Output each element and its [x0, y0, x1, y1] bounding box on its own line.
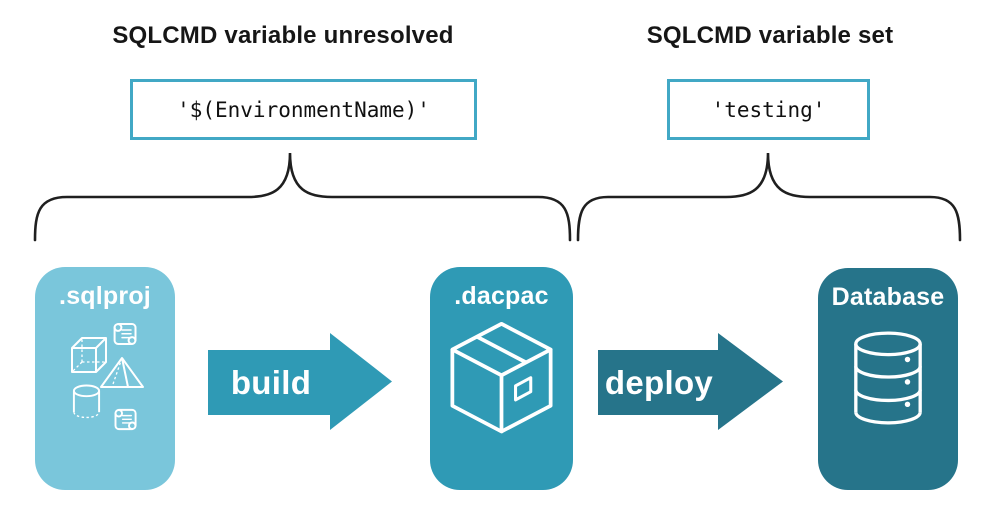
node-sqlproj-label: .sqlproj	[59, 282, 151, 310]
code-testing-value: 'testing'	[711, 97, 826, 122]
heading-sqlcmd-unresolved: SQLCMD variable unresolved	[112, 22, 454, 49]
code-environment-variable: '$(EnvironmentName)'	[177, 97, 430, 122]
cylinder-icon	[71, 384, 102, 419]
build-arrow-label: build	[230, 363, 312, 401]
build-arrow: build	[208, 330, 394, 433]
node-database: Database	[818, 268, 958, 490]
deploy-arrow: deploy	[598, 330, 785, 433]
deploy-arrow-label: deploy	[604, 363, 714, 401]
right-brace-icon	[576, 152, 962, 242]
code-box-testing-value: 'testing'	[667, 79, 870, 140]
scroll-icon	[111, 321, 139, 347]
right-arrow-icon	[208, 333, 392, 430]
node-dacpac-label: .dacpac	[454, 282, 549, 310]
node-database-label: Database	[831, 283, 945, 311]
heading-sqlcmd-set: SQLCMD variable set	[646, 22, 894, 49]
package-icon	[443, 319, 560, 441]
scroll-icon	[112, 407, 139, 432]
right-arrow-icon	[598, 333, 783, 430]
node-sqlproj: .sqlproj	[35, 267, 175, 490]
database-icon	[849, 330, 927, 426]
node-dacpac: .dacpac	[430, 267, 573, 490]
pyramid-icon	[99, 356, 145, 389]
code-box-environment-variable: '$(EnvironmentName)'	[130, 79, 477, 140]
cube-icon	[69, 335, 109, 375]
left-brace-icon	[33, 152, 572, 242]
